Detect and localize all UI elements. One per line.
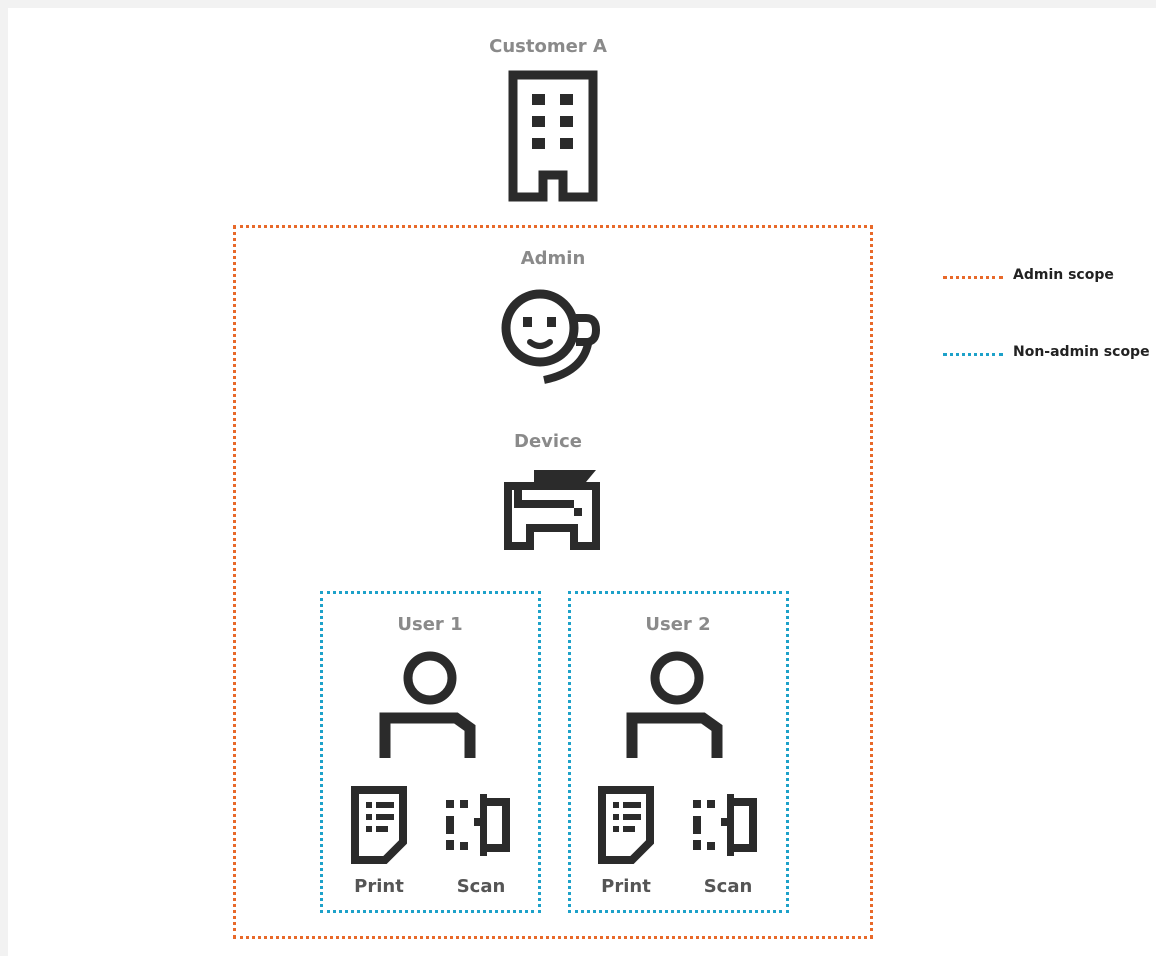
legend-admin-scope-swatch	[943, 276, 1003, 279]
user1-scan-label: Scan	[456, 876, 506, 897]
building-icon	[508, 70, 598, 202]
admin-scope-box	[233, 225, 873, 939]
legend-non-admin-scope-label: Non-admin scope	[1013, 344, 1150, 360]
user2-scan-label: Scan	[703, 876, 753, 897]
diagram-canvas: Customer A Admin Device User 1	[8, 8, 1156, 956]
device-label: Device	[514, 431, 582, 452]
scan-icon	[446, 794, 510, 856]
admin-label: Admin	[520, 248, 586, 269]
printer-icon	[504, 470, 600, 550]
legend-non-admin-scope-swatch	[943, 353, 1003, 356]
legend-admin-scope-label: Admin scope	[1013, 267, 1114, 283]
customer-label: Customer A	[489, 36, 607, 57]
user-icon	[379, 651, 476, 758]
scan-icon	[693, 794, 757, 856]
print-document-icon	[598, 786, 654, 864]
user2-label: User 2	[645, 614, 711, 635]
user1-label: User 1	[397, 614, 463, 635]
user1-print-label: Print	[354, 876, 404, 897]
user2-print-label: Print	[601, 876, 651, 897]
user2-scope-box	[568, 591, 789, 913]
admin-headset-icon	[501, 289, 601, 384]
user-icon	[626, 651, 723, 758]
print-document-icon	[351, 786, 407, 864]
user1-scope-box	[320, 591, 541, 913]
